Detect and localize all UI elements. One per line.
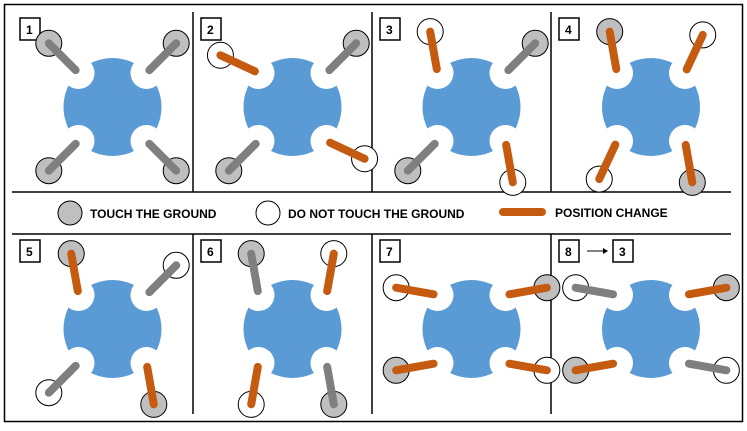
leg-static [571,283,618,299]
leg-static [44,39,80,75]
leg-moving [326,138,369,163]
leg-moving [392,359,438,375]
leg-moving [505,283,551,299]
panel-label-box [558,239,580,263]
leg-static [145,139,181,175]
panel-1: 1 [19,17,190,185]
leg-moving [505,359,551,375]
panel-target-label: 3 [619,245,626,259]
panel-4: 4 [558,17,717,196]
arrow-head [603,248,608,254]
leg-moving [392,283,438,299]
leg-static [224,139,260,175]
leg-static [44,139,80,175]
leg-moving [247,362,262,409]
panel-label: 7 [386,245,393,259]
legend-ground-swatch [57,200,83,226]
panel-2: 2 [200,17,379,185]
legend-ground-label: TOUCH THE GROUND [90,207,217,221]
leg-static [145,39,181,75]
legend: TOUCH THE GROUND DO NOT TOUCH THE GROUND… [57,200,668,226]
leg-moving [426,27,441,74]
panel-3: 3 [379,17,549,196]
leg-static [323,362,338,409]
leg-moving [684,283,731,299]
leg-static [403,139,439,175]
panel-label: 6 [207,245,214,259]
leg-moving [571,359,618,375]
leg-moving [682,30,707,74]
panel-target-box [612,239,634,263]
leg-moving [216,51,259,76]
leg-moving [67,249,82,296]
panel-label-box [558,17,580,41]
panel-7: 7 [379,239,561,384]
panel-label: 8 [565,245,572,259]
panel-5: 5 [19,239,190,418]
leg-moving [681,140,697,187]
leg-static [504,39,540,75]
panel-label: 2 [207,23,214,37]
panel-label: 3 [386,23,393,37]
leg-moving [595,140,620,184]
legend-change-label: POSITION CHANGE [555,206,668,220]
leg-static [44,361,80,397]
panel-label-box [200,239,222,263]
panel-label-box [379,239,401,263]
leg-static [247,249,262,296]
leg-moving [502,140,517,187]
leg-static [325,39,361,75]
panel-label: 4 [565,23,572,37]
panel-label: 1 [26,23,33,37]
panel-label: 5 [26,245,33,259]
outer-border [3,3,744,423]
leg-moving [605,27,621,74]
panel-label-box [19,17,41,41]
panel-label-box [379,17,401,41]
panel-6: 6 [200,239,348,418]
panel-label-box [200,17,222,41]
legend-air-swatch [255,200,281,226]
leg-moving [323,249,338,296]
leg-static [684,359,731,375]
panel-label-box [19,239,41,263]
leg-static [145,261,181,297]
leg-moving [143,362,158,409]
legend-air-label: DO NOT TOUCH THE GROUND [288,207,465,221]
